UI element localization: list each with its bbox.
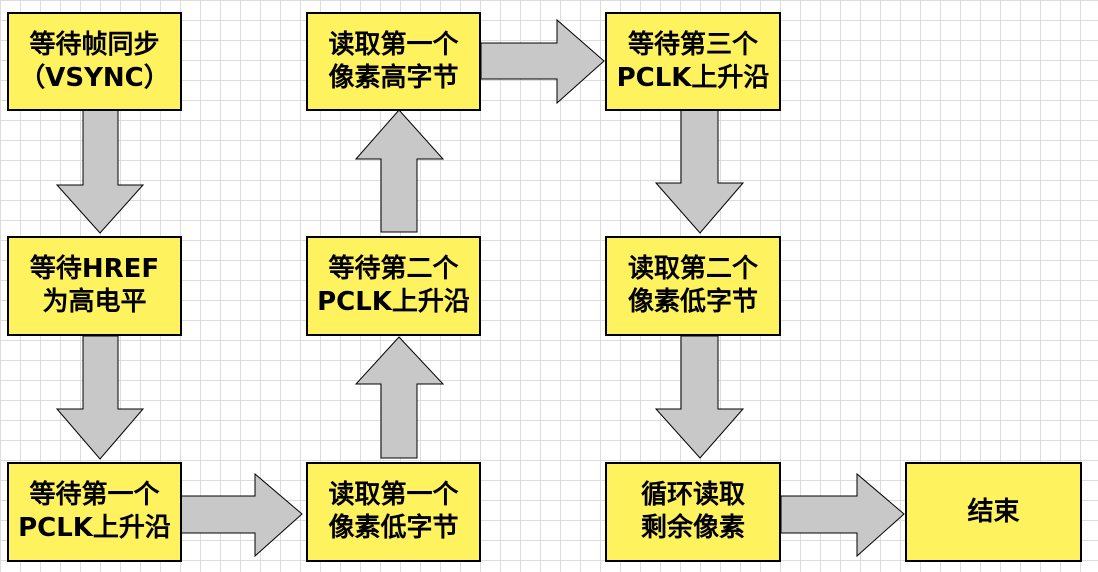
step-label: 循环读取 剩余像素: [640, 480, 745, 543]
step-loop-read: 循环读取 剩余像素: [605, 462, 781, 562]
arrow-vsync-to-href: [55, 109, 145, 234]
arrow-read-low2-to-loop: [654, 335, 745, 459]
step-wait-vsync: 等待帧同步 （VSYNC）: [7, 12, 182, 111]
step-label: 读取第一个 像素低字节: [328, 480, 459, 543]
arrow-pclk2-to-read-high1: [354, 109, 445, 233]
arrow-read-low1-to-pclk2: [354, 336, 445, 459]
step-label: 等待HREF 为高电平: [29, 254, 160, 317]
step-wait-pclk2: 等待第二个 PCLK上升沿: [306, 236, 481, 336]
step-label: 读取第一个 像素高字节: [328, 29, 459, 93]
step-label: 等待第三个 PCLK上升沿: [616, 29, 770, 93]
step-label: 结束: [967, 496, 1020, 527]
step-read-low1: 读取第一个 像素低字节: [306, 462, 481, 562]
arrow-loop-to-end: [780, 472, 905, 558]
step-read-low2: 读取第二个 像素低字节: [605, 236, 781, 336]
arrow-read-high1-to-pclk3: [480, 18, 605, 105]
arrow-pclk3-to-read-low2: [654, 109, 745, 234]
step-label: 等待帧同步 （VSYNC）: [19, 29, 170, 93]
step-wait-pclk3: 等待第三个 PCLK上升沿: [605, 12, 781, 111]
step-label: 等待第二个 PCLK上升沿: [317, 254, 470, 317]
arrow-href-to-pclk1: [55, 335, 145, 460]
step-label: 等待第一个 PCLK上升沿: [18, 480, 171, 543]
step-label: 读取第二个 像素低字节: [627, 254, 758, 317]
step-wait-pclk1: 等待第一个 PCLK上升沿: [7, 462, 182, 562]
step-wait-href: 等待HREF 为高电平: [7, 236, 182, 336]
step-read-high1: 读取第一个 像素高字节: [306, 12, 481, 111]
step-end: 结束: [905, 462, 1082, 562]
arrow-pclk1-to-read-low1: [180, 472, 303, 558]
